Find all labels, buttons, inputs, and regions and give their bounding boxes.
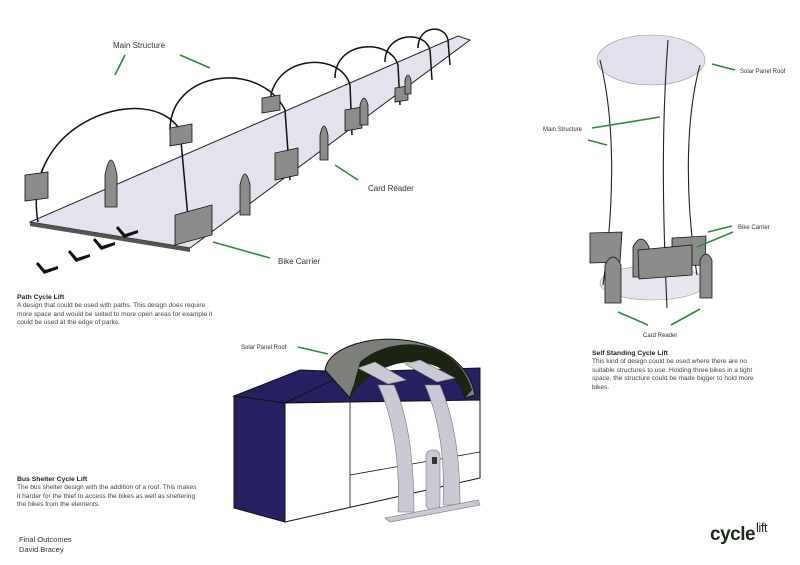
standing-lift-description: Self Standing Cycle Lift This kind of de… <box>592 350 762 392</box>
path-lift-title: Path Cycle Lift <box>17 294 65 301</box>
bus-lift-description: Bus Shelter Cycle Lift The bus shelter d… <box>17 476 197 510</box>
shelter-front <box>284 399 481 523</box>
label-main-structure-2: Main Structure <box>543 127 583 133</box>
credits-line-2: David Bracey <box>19 545 64 554</box>
label-card-reader: Card Reader <box>368 184 414 193</box>
label-card-reader-2: Card Reader <box>643 333 677 339</box>
standing-lift-title: Self Standing Cycle Lift <box>592 350 668 357</box>
self-standing-lift-drawing: Solar Panel Roof Main Structure Bike Car… <box>543 34 786 339</box>
card-readers <box>24 85 409 246</box>
path-cycle-lift-drawing: Main Structure Card Reader Bike Carrier <box>24 28 472 274</box>
cyclelift-logo: cyclelift <box>710 520 768 546</box>
bike-carriers <box>104 74 412 216</box>
bus-lift-text: The bus shelter design with the addition… <box>17 484 197 509</box>
path-lift-text: A design that could be used with paths. … <box>17 302 213 327</box>
direction-arrows <box>36 226 138 274</box>
path-lift-description: Path Cycle Lift A design that could be u… <box>17 294 217 328</box>
shelter-carriers <box>357 359 481 523</box>
label-solar-panel-roof-bus: Solar Panel Roof <box>241 345 287 351</box>
bus-lift-title: Bus Shelter Cycle Lift <box>17 476 88 483</box>
label-main-structure: Main Structure <box>113 41 166 50</box>
standing-lift-text: This kind of design could be used where … <box>592 358 754 391</box>
credits: Final Outcomes David Bracey <box>19 535 72 555</box>
label-solar-panel-roof: Solar Panel Roof <box>740 69 786 75</box>
path-ground <box>28 35 472 249</box>
label-bike-carrier: Bike Carrier <box>278 257 321 266</box>
logo-main: cycle <box>710 524 756 545</box>
standing-carriers <box>589 231 713 304</box>
shelter-side <box>233 395 286 523</box>
label-bike-carrier-2: Bike Carrier <box>738 225 770 231</box>
bus-shelter-drawing: Solar Panel Roof <box>232 338 481 523</box>
credits-line-1: Final Outcomes <box>19 535 72 544</box>
logo-sup: lift <box>756 520 768 535</box>
roof-disc <box>596 34 706 86</box>
